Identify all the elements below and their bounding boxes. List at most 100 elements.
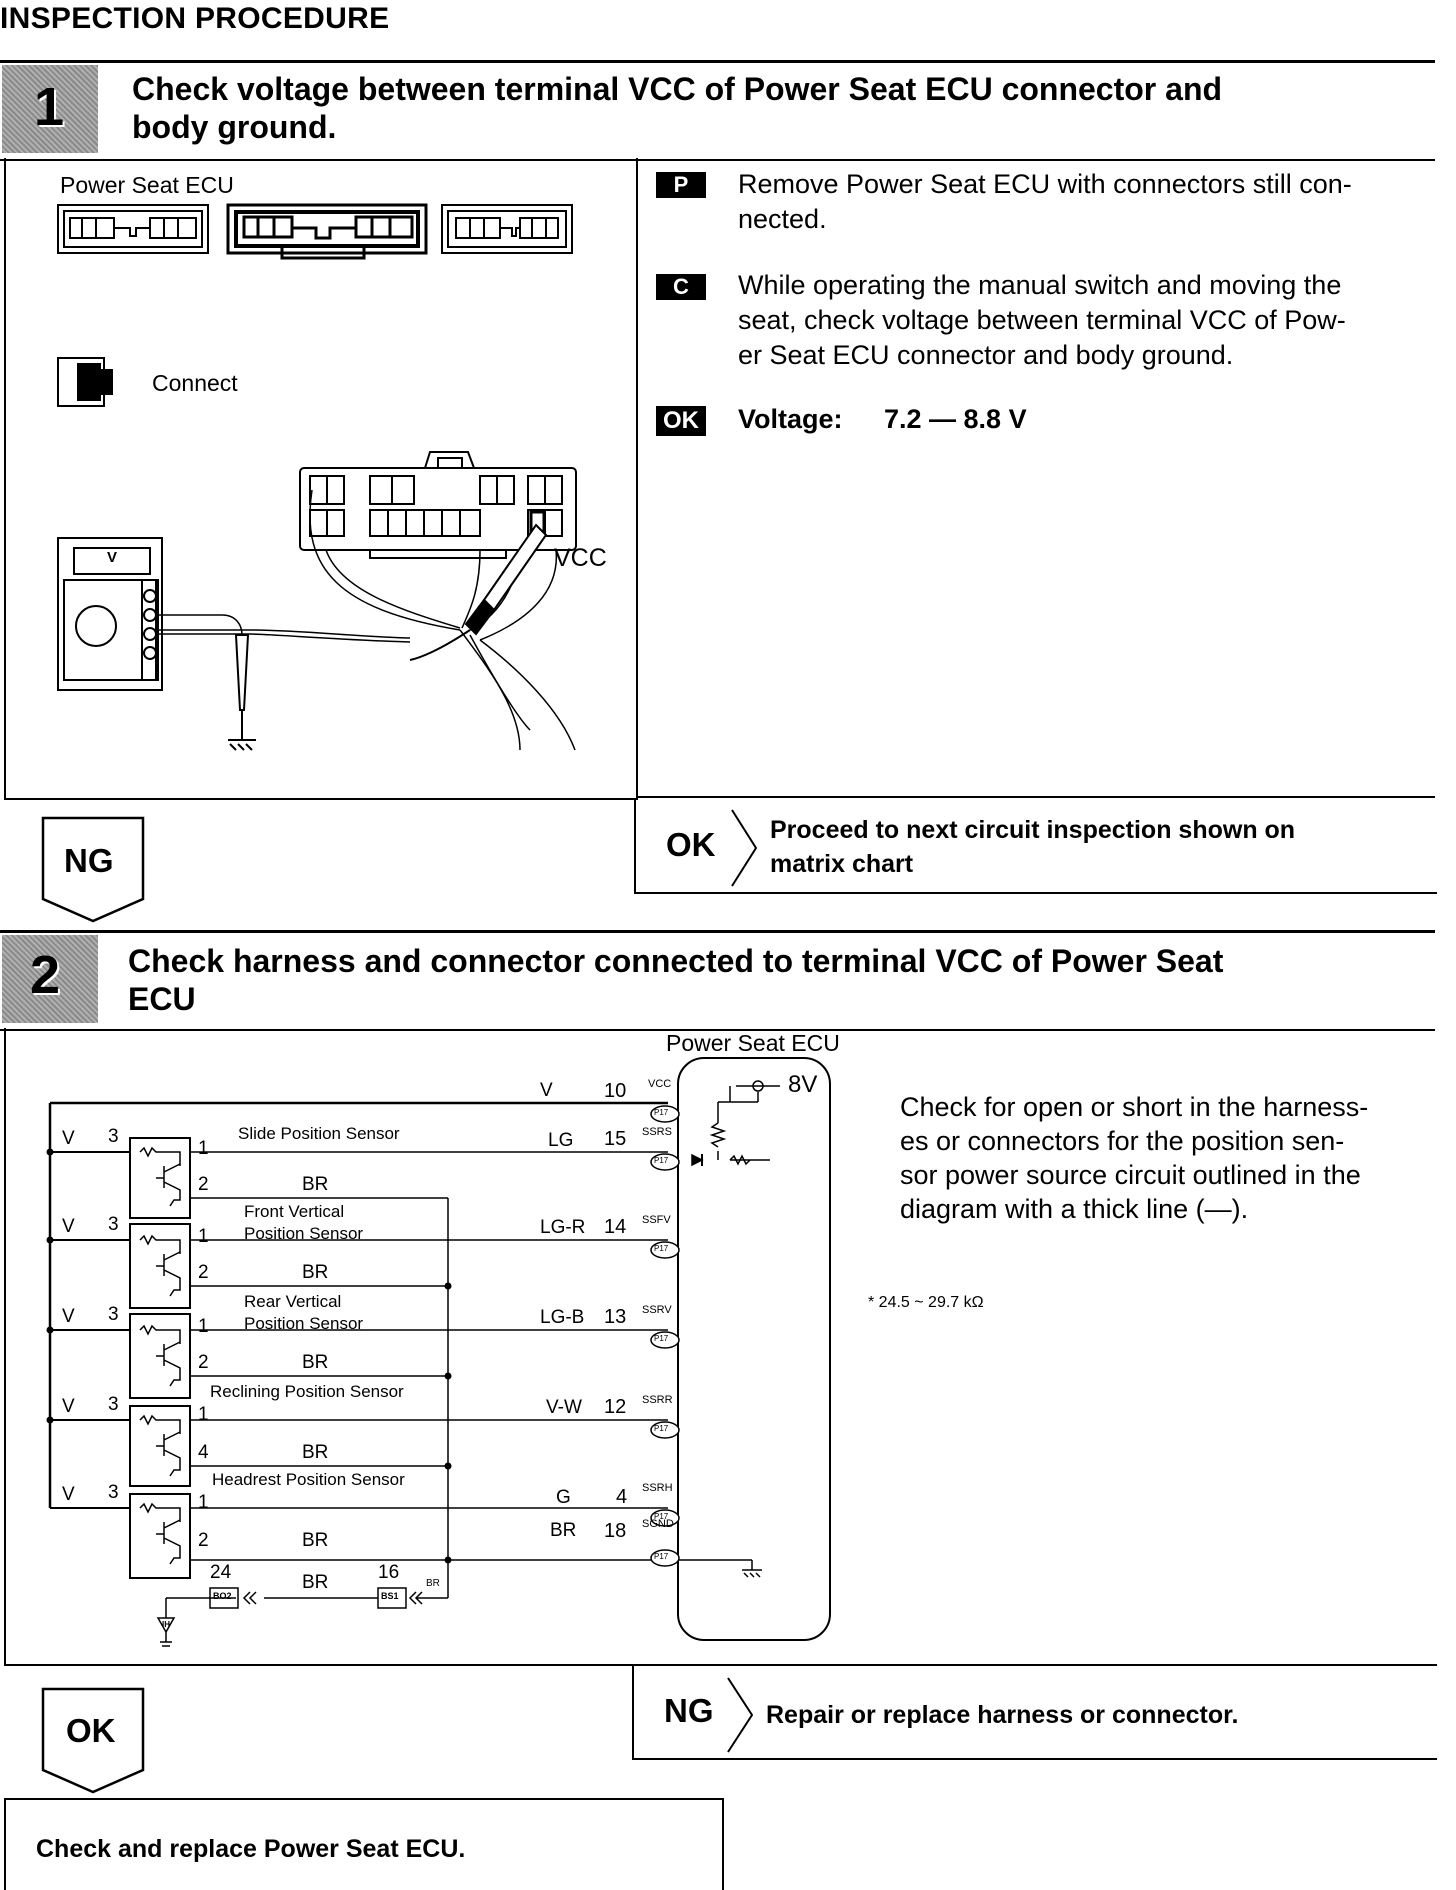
resistor-note: * 24.5 ~ 29.7 kΩ [868,1294,984,1311]
step2-circuit-diagram [46,1057,831,1647]
step2-number: 2 [30,945,61,1005]
step2-description-line1: Check for open or short in the harness- [900,1092,1369,1122]
step1-ok-result-box [634,798,1437,894]
ground-br-2: BR [302,1262,329,1283]
step1-ok-label: OK [666,826,716,863]
step1-connector-diagram [57,203,577,751]
instruction-c-line2: seat, check voltage between terminal VCC… [738,305,1346,335]
left-pin-4: 3 [108,1394,119,1415]
left-pin-2: 3 [108,1214,119,1235]
step1-title-bar [0,60,1435,161]
instruction-p-line1: Remove Power Seat ECU with connectors st… [738,169,1352,199]
ecu-connector-left [57,204,209,254]
step1-ok-arrow [731,809,758,887]
wire-color-ssrr: V-W [546,1397,582,1418]
sensor-rear-name1: Rear Vertical [244,1292,342,1311]
left-wire-5: V [62,1484,75,1505]
instruction-c-line1: While operating the manual switch and mo… [738,270,1342,300]
term-vcc: VCC [648,1078,672,1090]
connect-icon [57,357,113,407]
spec-label: Voltage: [738,404,843,434]
instruction-p-line2: nected. [738,204,827,234]
term-ssrv: SSRV [642,1304,672,1316]
left-pin-3: 3 [108,1304,119,1325]
step2-title-bar [0,930,1435,1031]
term-ssfv: SSFV [642,1214,671,1226]
connector-bs1: BS1 [381,1591,399,1601]
step2-number-box [2,935,98,1023]
term-ssrh: SSRH [642,1482,673,1494]
sensor-front-pin2: 2 [198,1262,209,1283]
pin-13: 13 [604,1306,627,1328]
term-ssrs: SSRS [642,1126,672,1138]
ecu-connector-right [441,204,573,254]
step2-title-line1: Check harness and connector connected to… [128,943,1224,979]
step1-ng-pentagon [41,816,145,923]
wire-color-ssrh: G [556,1487,571,1508]
vcc-probe [409,523,548,661]
step2-supply-label: 8V [788,1071,818,1098]
step1-connect-label: Connect [152,370,238,396]
conn-p17-2: P17 [654,1156,669,1165]
step2-ecu-label: Power Seat ECU [666,1030,840,1056]
ground-ref-label: IH [162,1620,170,1629]
final-action-box [4,1798,724,1890]
wire-color-ssrv: LG-B [540,1307,585,1328]
step2-diagram-panel [4,1028,1437,1666]
page-heading: INSPECTION PROCEDURE [0,2,390,35]
conn-p17-5: P17 [654,1424,669,1433]
pin-10: 10 [604,1080,627,1102]
step1-vcc-label: VCC [554,544,607,572]
step1-title-line2: body ground. [132,109,337,145]
spec-value: 7.2 — 8.8 V [884,404,1027,434]
pin-15: 15 [604,1128,627,1150]
ground-br-1: BR [302,1174,329,1195]
left-wire-3: V [62,1306,75,1327]
sensor-headrest-pin2: 2 [198,1530,209,1551]
step2-ng-result: Repair or replace harness or connector. [766,1701,1239,1729]
step2-title-line2: ECU [128,981,196,1017]
wire-color-vcc: V [540,1080,553,1101]
pin-4: 4 [616,1486,628,1508]
sensor-front-name1: Front Vertical [244,1202,345,1221]
step2-ng-arrow [727,1677,754,1753]
sensor-recline-pin2: 4 [198,1442,209,1463]
sensor-slide-name: Slide Position Sensor [238,1124,400,1143]
step1-diagram-panel [4,158,638,800]
pin-12: 12 [604,1396,627,1418]
wire-color-ssfv: LG-R [540,1217,586,1238]
step1-ng-label: NG [64,842,114,879]
bs1-wire-label: BR [426,1578,440,1589]
step2-ok-pentagon [41,1687,145,1794]
step1-number: 1 [34,77,65,137]
final-action-text: Check and replace Power Seat ECU. [36,1835,466,1863]
step1-ok-result-line2: matrix chart [770,850,914,878]
sensor-rear-name2: Position Sensor [244,1314,364,1333]
ground-probe [228,634,256,751]
ground-br-3: BR [302,1352,329,1373]
sensor-headrest-pin1: 1 [198,1492,209,1513]
tag-ok: OK [656,406,706,436]
pin-16-label: 16 [378,1562,400,1583]
sensor-rear-pin1: 1 [198,1316,209,1337]
term-sgnd: SGND [642,1518,674,1530]
ground-br-4: BR [302,1442,329,1463]
step1-meter-label: V [107,549,118,566]
step1-ok-result-line1: Proceed to next circuit inspection shown… [770,816,1296,844]
left-wire-4: V [62,1396,75,1417]
step1-ecu-label: Power Seat ECU [60,172,234,198]
instruction-c-line3: er Seat ECU connector and body ground. [738,340,1234,370]
sensor-slide-pin2: 2 [198,1174,209,1195]
wire-color-sgnd: BR [550,1520,577,1541]
connector-bo2: BO2 [213,1591,232,1601]
step2-ok-label: OK [66,1712,116,1749]
step2-ng-result-box [632,1666,1437,1760]
term-ssrr: SSRR [642,1394,673,1406]
left-wire-1: V [62,1128,75,1149]
sensor-front-name2: Position Sensor [244,1224,364,1243]
sensor-recline-name: Reclining Position Sensor [210,1382,404,1401]
conn-p17-7: P17 [654,1552,669,1561]
voltmeter-leads [156,614,411,643]
pin-24-label: 24 [210,1562,232,1583]
sensor-front-pin1: 1 [198,1226,209,1247]
